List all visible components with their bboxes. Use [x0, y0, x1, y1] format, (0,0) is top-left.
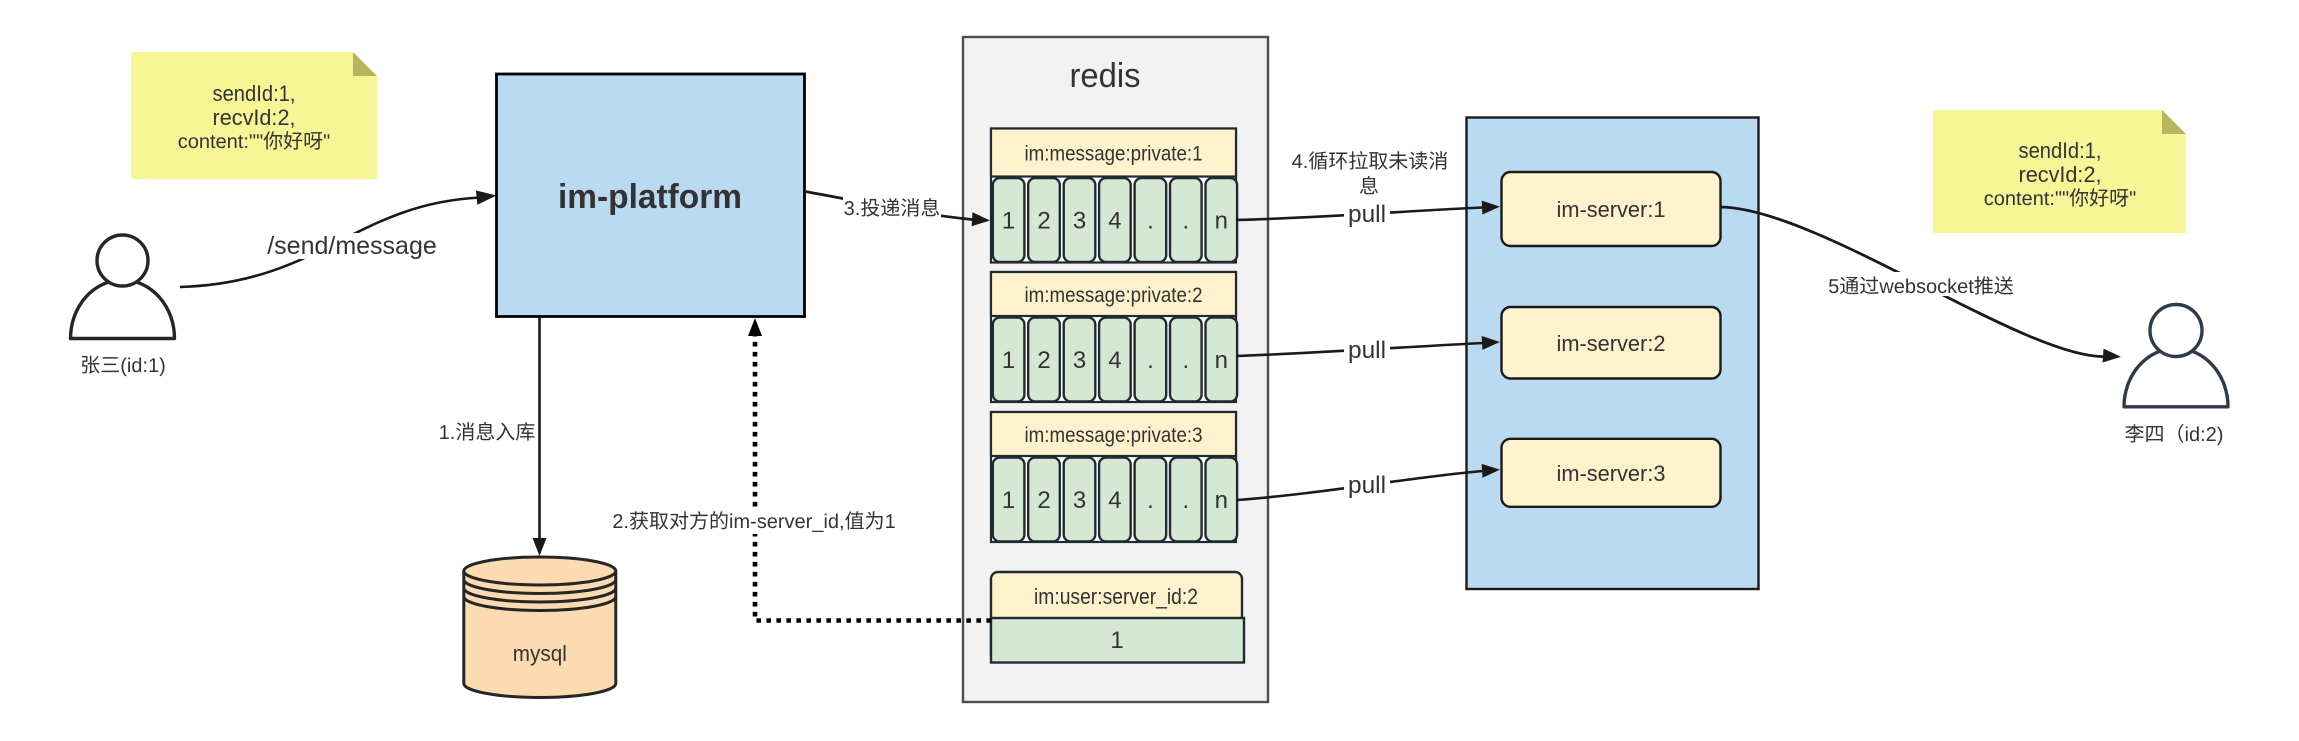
- svg-text:3: 3: [1073, 208, 1086, 235]
- svg-text:.: .: [1147, 487, 1154, 514]
- svg-text:2: 2: [1037, 487, 1050, 514]
- svg-text:im-server:2: im-server:2: [1557, 331, 1666, 356]
- svg-text:n: n: [1215, 347, 1228, 374]
- svg-text:recvId:2,: recvId:2,: [2019, 162, 2102, 187]
- svg-text:pull: pull: [1348, 337, 1386, 364]
- svg-text:pull: pull: [1348, 472, 1386, 499]
- svg-text:3: 3: [1073, 347, 1086, 374]
- svg-text:sendId:1,: sendId:1,: [2019, 138, 2102, 163]
- svg-text:1: 1: [1002, 487, 1015, 514]
- svg-text:.: .: [1147, 347, 1154, 374]
- svg-text:2: 2: [1037, 208, 1050, 235]
- svg-text:n: n: [1215, 487, 1228, 514]
- svg-text:n: n: [1215, 208, 1228, 235]
- svg-text:recvId:2,: recvId:2,: [213, 105, 296, 130]
- svg-text:im:message:private:1: im:message:private:1: [1025, 143, 1203, 166]
- svg-text:mysql: mysql: [513, 641, 567, 666]
- svg-text:1: 1: [1110, 627, 1123, 654]
- svg-text:3: 3: [1073, 487, 1086, 514]
- svg-text:im-server:3: im-server:3: [1557, 461, 1666, 486]
- svg-text:1: 1: [1002, 347, 1015, 374]
- svg-text:im:user:server_id:2: im:user:server_id:2: [1034, 584, 1198, 609]
- svg-text:.: .: [1147, 208, 1154, 235]
- svg-text:redis: redis: [1070, 57, 1141, 95]
- svg-text:im:message:private:2: im:message:private:2: [1025, 284, 1203, 307]
- svg-text:4: 4: [1108, 347, 1121, 374]
- svg-text:im:message:private:3: im:message:private:3: [1025, 424, 1203, 447]
- svg-text:1: 1: [1002, 208, 1015, 235]
- svg-text:sendId:1,: sendId:1,: [213, 81, 296, 106]
- svg-text:pull: pull: [1348, 201, 1386, 228]
- svg-text:2: 2: [1037, 347, 1050, 374]
- svg-text:.: .: [1183, 347, 1190, 374]
- svg-text:/send/message: /send/message: [267, 232, 437, 260]
- svg-text:.: .: [1183, 208, 1190, 235]
- svg-text:4: 4: [1108, 208, 1121, 235]
- svg-text:4: 4: [1108, 487, 1121, 514]
- svg-text:im-server:1: im-server:1: [1557, 197, 1666, 222]
- svg-text:.: .: [1183, 487, 1190, 514]
- svg-text:im-platform: im-platform: [558, 178, 742, 216]
